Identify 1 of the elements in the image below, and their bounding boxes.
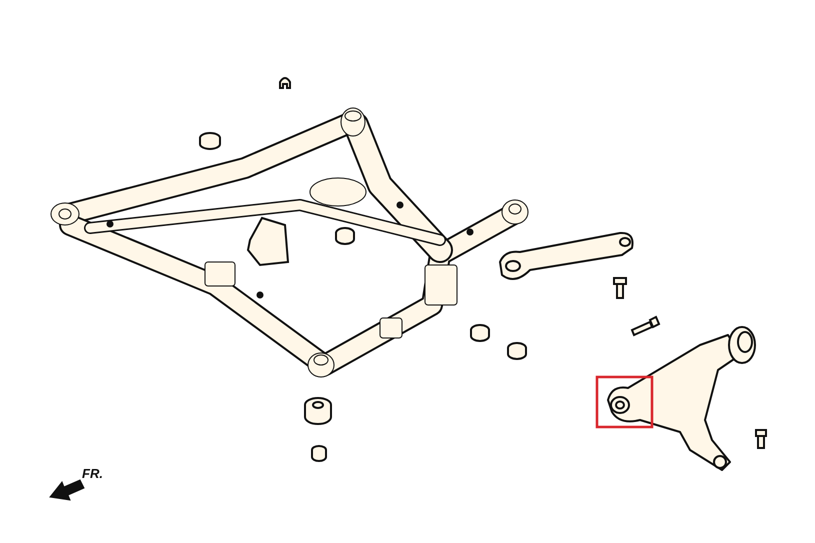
direction-label: FR.: [82, 466, 103, 481]
